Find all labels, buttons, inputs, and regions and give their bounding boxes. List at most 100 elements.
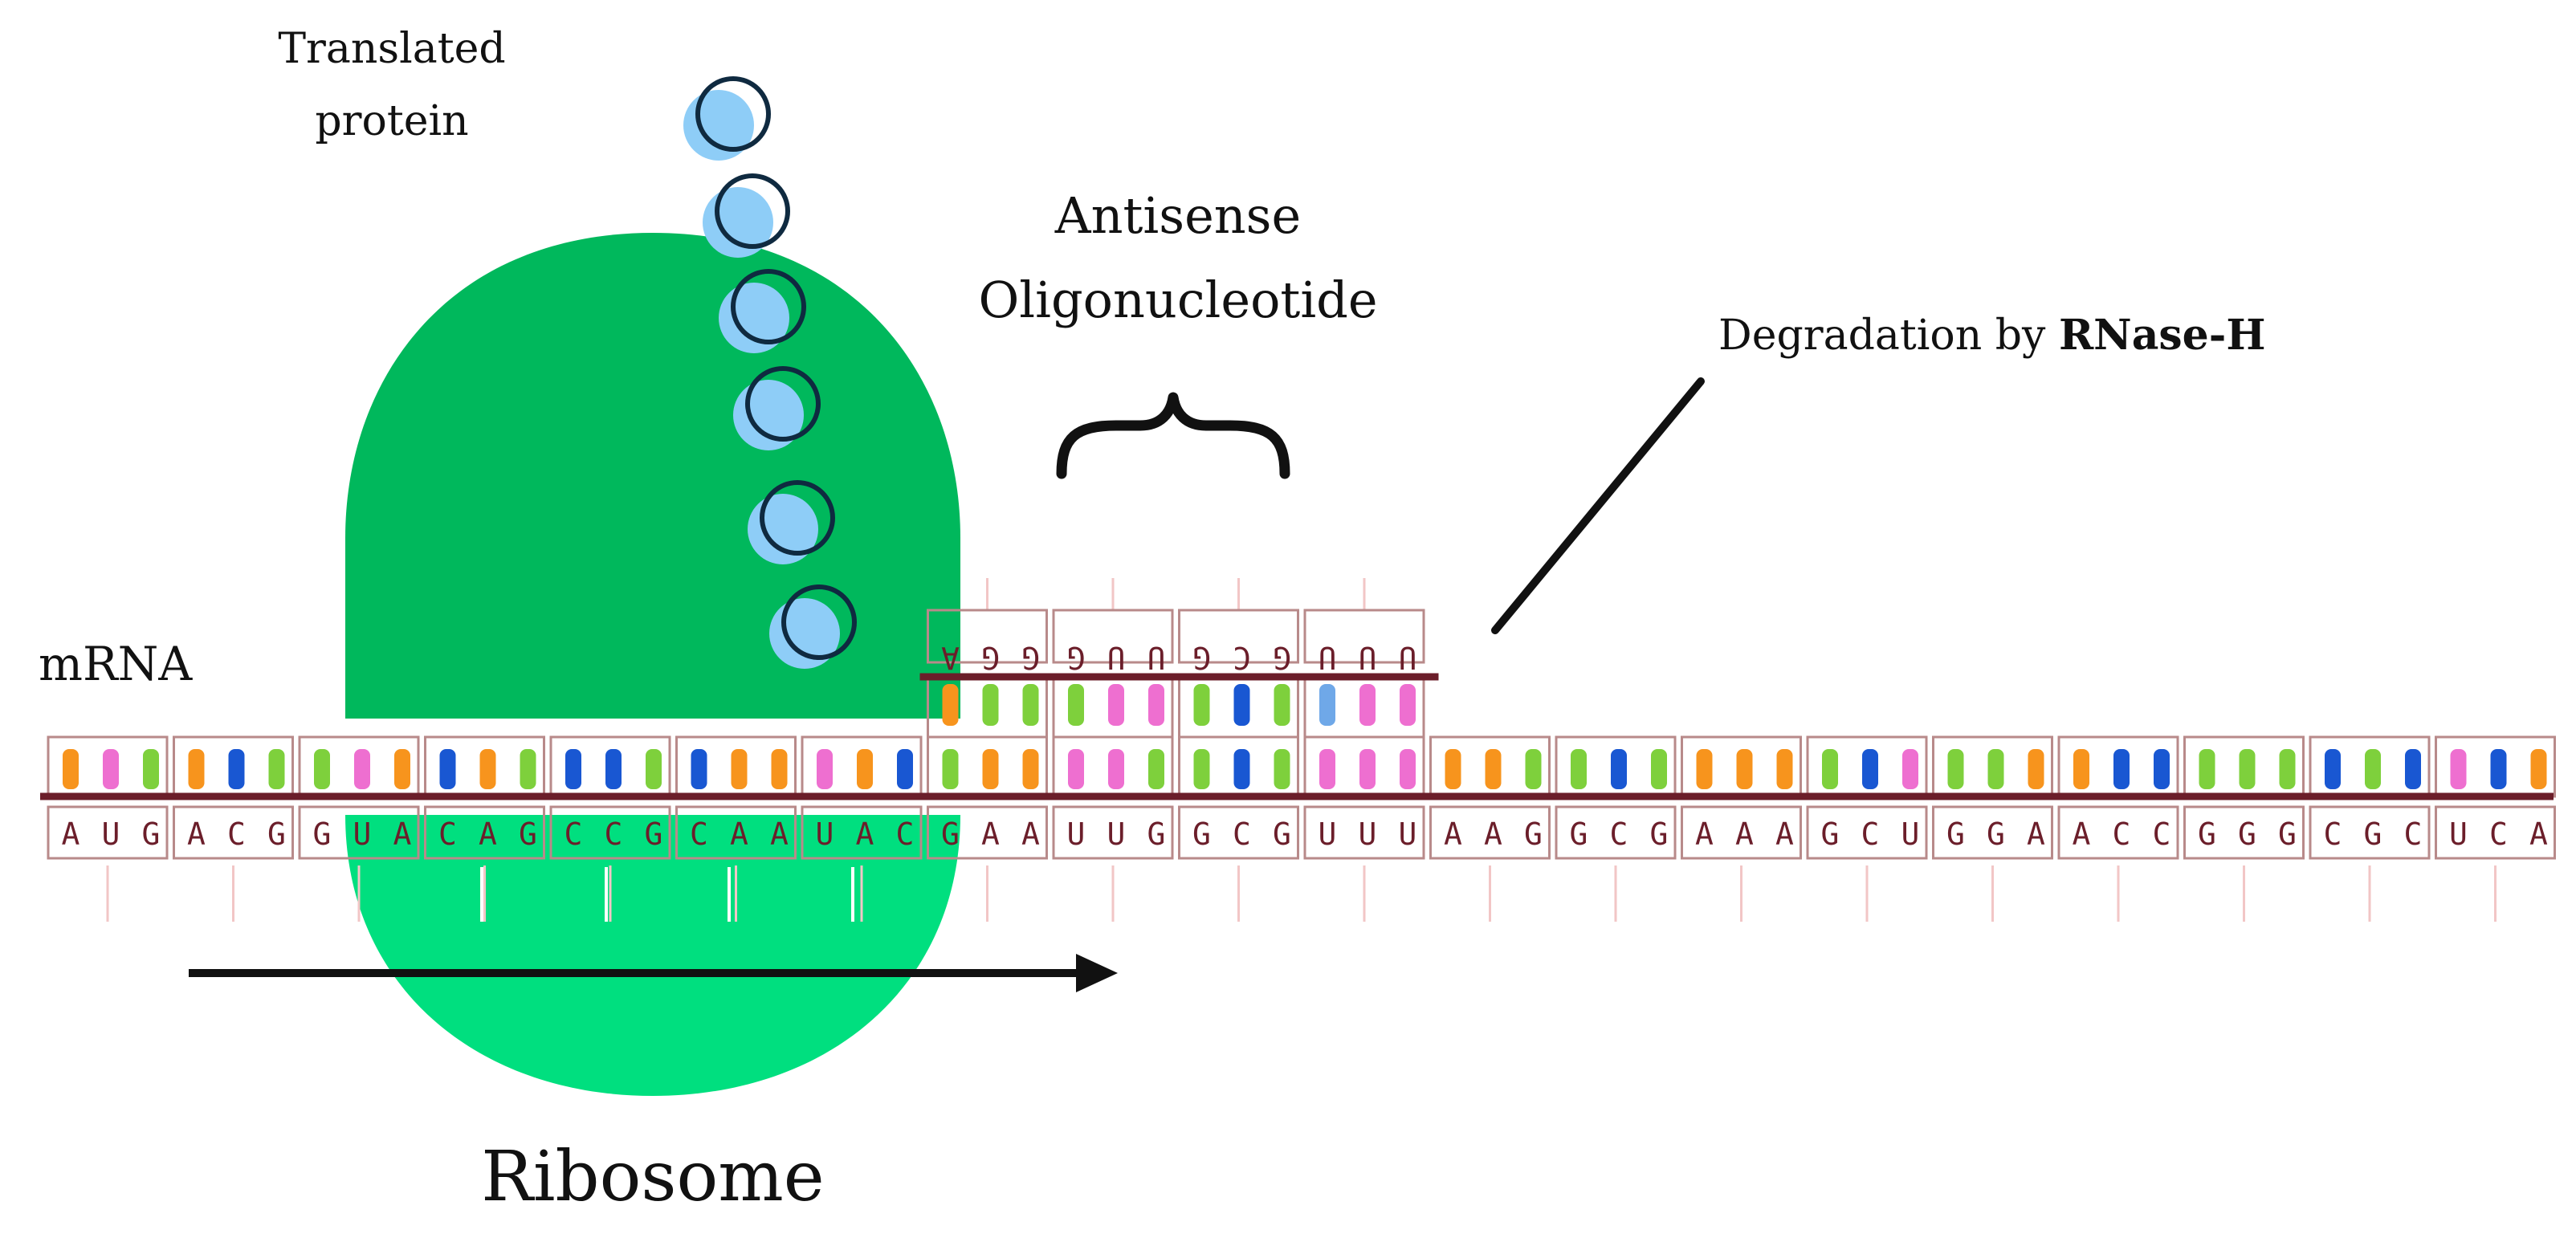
mrna-base-letter: A: [1695, 817, 1714, 852]
mrna-base-bar: [1359, 749, 1376, 789]
antisense-base-bar: [1359, 684, 1376, 726]
antisense-base-bar: [1233, 684, 1250, 726]
mrna-base-bar: [731, 749, 748, 789]
mrna-base-bar: [691, 749, 707, 789]
mrna-base-letter: G: [1273, 817, 1291, 852]
antisense-base-letter: G: [1273, 640, 1291, 675]
mrna-base-bar: [1696, 749, 1713, 789]
mrna-base-letter: A: [981, 817, 1000, 852]
amino-acid-bead: [703, 173, 790, 258]
mrna-base-letter: U: [1359, 817, 1377, 852]
antisense-base-bar: [1193, 684, 1210, 726]
mrna-base-bar: [817, 749, 833, 789]
mrna-base-letter: G: [941, 817, 960, 852]
mrna-base-bar: [2028, 749, 2044, 789]
mrna-base-letter: C: [438, 817, 457, 852]
antisense-label-line1: Antisense: [1054, 186, 1301, 245]
mrna-base-letter: A: [2073, 817, 2091, 852]
mrna-base-bar: [2450, 749, 2467, 789]
antisense-base-letter: U: [1399, 640, 1417, 675]
mrna-base-bar: [103, 749, 119, 789]
mrna-base-letter: A: [730, 817, 748, 852]
mrna-base-letter: G: [2238, 817, 2256, 852]
mrna-base-bar: [646, 749, 662, 789]
antisense-base-bar: [982, 684, 999, 726]
mrna-base-bar: [2325, 749, 2341, 789]
mrna-base-letter: C: [565, 817, 583, 852]
antisense-base-letter: U: [1147, 640, 1166, 675]
mrna-base-bar: [605, 749, 622, 789]
mrna-base-bar: [2405, 749, 2421, 789]
mrna-base-bar: [1862, 749, 1878, 789]
mrna-base-letter: G: [1821, 817, 1840, 852]
mrna-base-letter: A: [1775, 817, 1794, 852]
translated-protein-label-line2: protein: [315, 97, 468, 145]
translated-protein-chain: [683, 76, 857, 669]
mrna-base-bar: [771, 749, 788, 789]
antisense-base-bar: [1400, 684, 1416, 726]
mrna-base-letter: G: [1570, 817, 1588, 852]
mrna-base-letter: G: [2198, 817, 2216, 852]
mrna-base-bar: [1651, 749, 1667, 789]
mrna-base-letter: G: [645, 817, 663, 852]
mrna-base-bar: [565, 749, 581, 789]
mrna-base-letter: U: [1319, 817, 1337, 852]
mrna-base-letter: A: [1444, 817, 1462, 852]
mrna-base-letter: G: [1147, 817, 1166, 852]
mrna-base-letter: A: [62, 817, 80, 852]
mrna-base-letter: A: [187, 817, 206, 852]
mrna-base-bar: [1485, 749, 1502, 789]
mrna-base-letter: A: [1021, 817, 1040, 852]
mrna-base-bar: [2154, 749, 2170, 789]
ribosome-large-subunit: [345, 233, 960, 719]
mrna-base-bar: [1987, 749, 2004, 789]
mrna-base-letter: U: [1067, 817, 1086, 852]
degradation-label: Degradation by RNase-H: [1718, 311, 2265, 360]
mrna-base-letter: G: [1946, 817, 1965, 852]
mrna-base-bar: [2239, 749, 2256, 789]
mrna-base-bar: [394, 749, 410, 789]
mrna-base-letter: A: [2027, 817, 2045, 852]
mrna-base-bar: [143, 749, 159, 789]
mrna-base-bar: [188, 749, 205, 789]
mrna-base-letter: C: [1233, 817, 1251, 852]
mrna-base-letter: A: [393, 817, 412, 852]
mrna-base-letter: G: [1987, 817, 2005, 852]
mrna-base-letter: G: [2364, 817, 2382, 852]
mrna-base-bar: [942, 749, 959, 789]
mrna-base-bar: [857, 749, 873, 789]
mrna-base-letter: U: [816, 817, 834, 852]
mrna-base-letter: C: [1861, 817, 1880, 852]
rnase-h-pointer-line: [1491, 377, 1705, 634]
mrna-base-bar: [479, 749, 496, 789]
mrna-label: mRNA: [39, 637, 193, 691]
antisense-base-bar: [1022, 684, 1039, 726]
amino-acid-bead: [719, 269, 806, 353]
mrna-base-bar: [63, 749, 79, 789]
mrna-base-letter: U: [1399, 817, 1417, 852]
antisense-base-letter: U: [1319, 640, 1337, 675]
antisense-label-line2: Oligonucleotide: [978, 271, 1377, 329]
amino-acid-bead: [748, 480, 835, 564]
mrna-base-bar: [1022, 749, 1039, 789]
amino-acid-bead: [769, 584, 857, 669]
mrna-base-letter: C: [1610, 817, 1628, 852]
antisense-base-bar: [1319, 684, 1335, 726]
degradation-enzyme: RNase-H: [2059, 311, 2266, 360]
mrna-base-bar: [982, 749, 999, 789]
